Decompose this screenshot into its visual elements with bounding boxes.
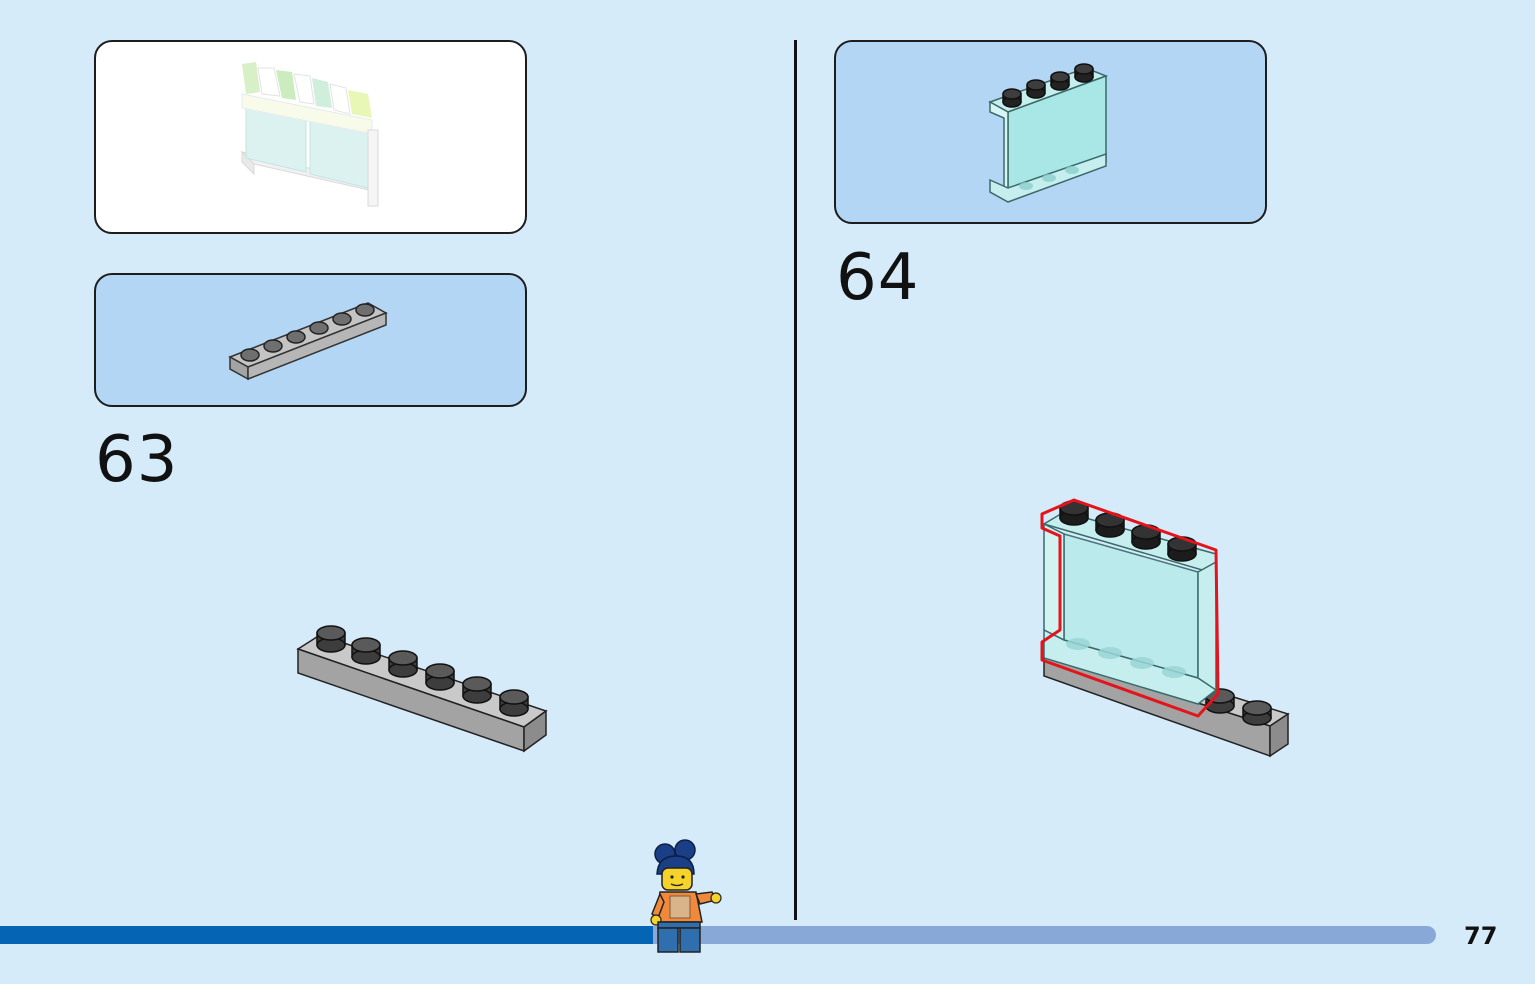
page-divider [794,40,797,920]
progress-bar [0,926,1436,944]
progress-bar-fill [0,926,654,944]
step-63-assembly-plate-icon [296,625,548,753]
step-63-number: 63 [95,423,179,497]
submodel-preview-callout [94,40,527,234]
trans-clear-panel-1x4x3-icon [988,63,1109,203]
step-64-assembly-icon [1040,498,1290,758]
page-number: 77 [1464,922,1498,950]
minifigure-icon [650,839,722,953]
window-assembly-preview-icon [240,62,379,207]
step-64-number: 64 [836,241,920,315]
gray-plate-1x6-icon [228,302,388,381]
step-64-parts-callout [834,40,1267,224]
step-63-parts-callout [94,273,527,407]
